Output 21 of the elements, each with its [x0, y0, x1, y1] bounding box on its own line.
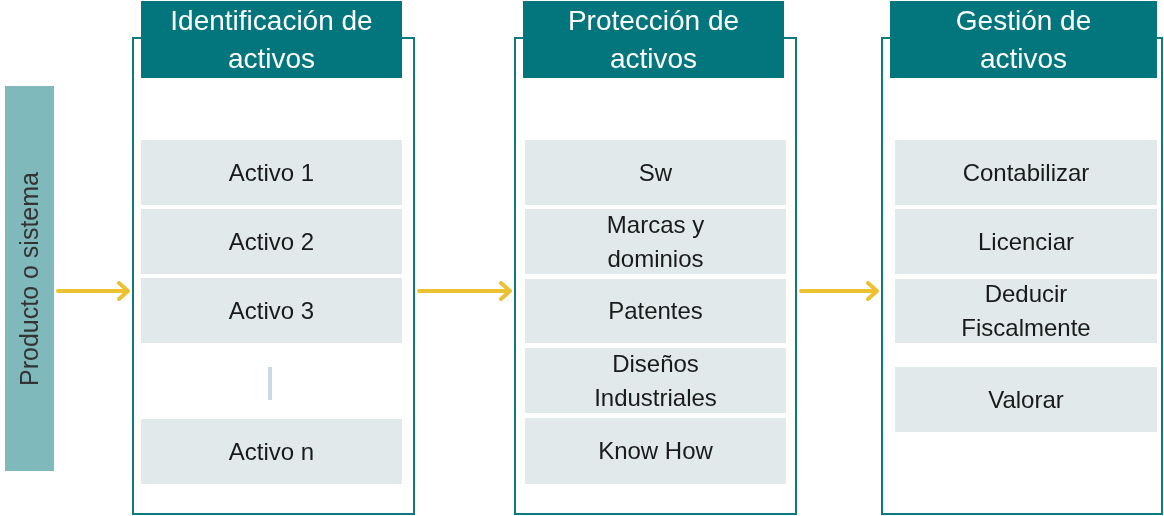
asset-box: Marcas y dominios — [525, 209, 786, 274]
asset-box: Know How — [525, 418, 786, 484]
asset-box: Valorar — [895, 367, 1157, 432]
asset-box: Deducir Fiscalmente — [895, 279, 1157, 343]
product-label: Producto o sistema — [13, 171, 44, 386]
column-header: Identificación de activos — [141, 1, 402, 78]
product-bar — [5, 86, 54, 471]
arrow — [799, 281, 879, 301]
asset-box: Contabilizar — [895, 140, 1157, 205]
asset-box: Sw — [525, 140, 786, 205]
arrow — [417, 281, 512, 301]
asset-box: Activo n — [141, 419, 402, 484]
column-header: Protección de activos — [523, 1, 784, 78]
asset-box: Activo 2 — [141, 209, 402, 274]
asset-box: Activo 1 — [141, 140, 402, 205]
arrow — [56, 281, 130, 301]
asset-box: Patentes — [525, 279, 786, 343]
asset-box: Diseños Industriales — [525, 348, 786, 413]
asset-box: Activo 3 — [141, 278, 402, 343]
column-header: Gestión de activos — [890, 1, 1157, 78]
asset-box: Licenciar — [895, 209, 1157, 274]
